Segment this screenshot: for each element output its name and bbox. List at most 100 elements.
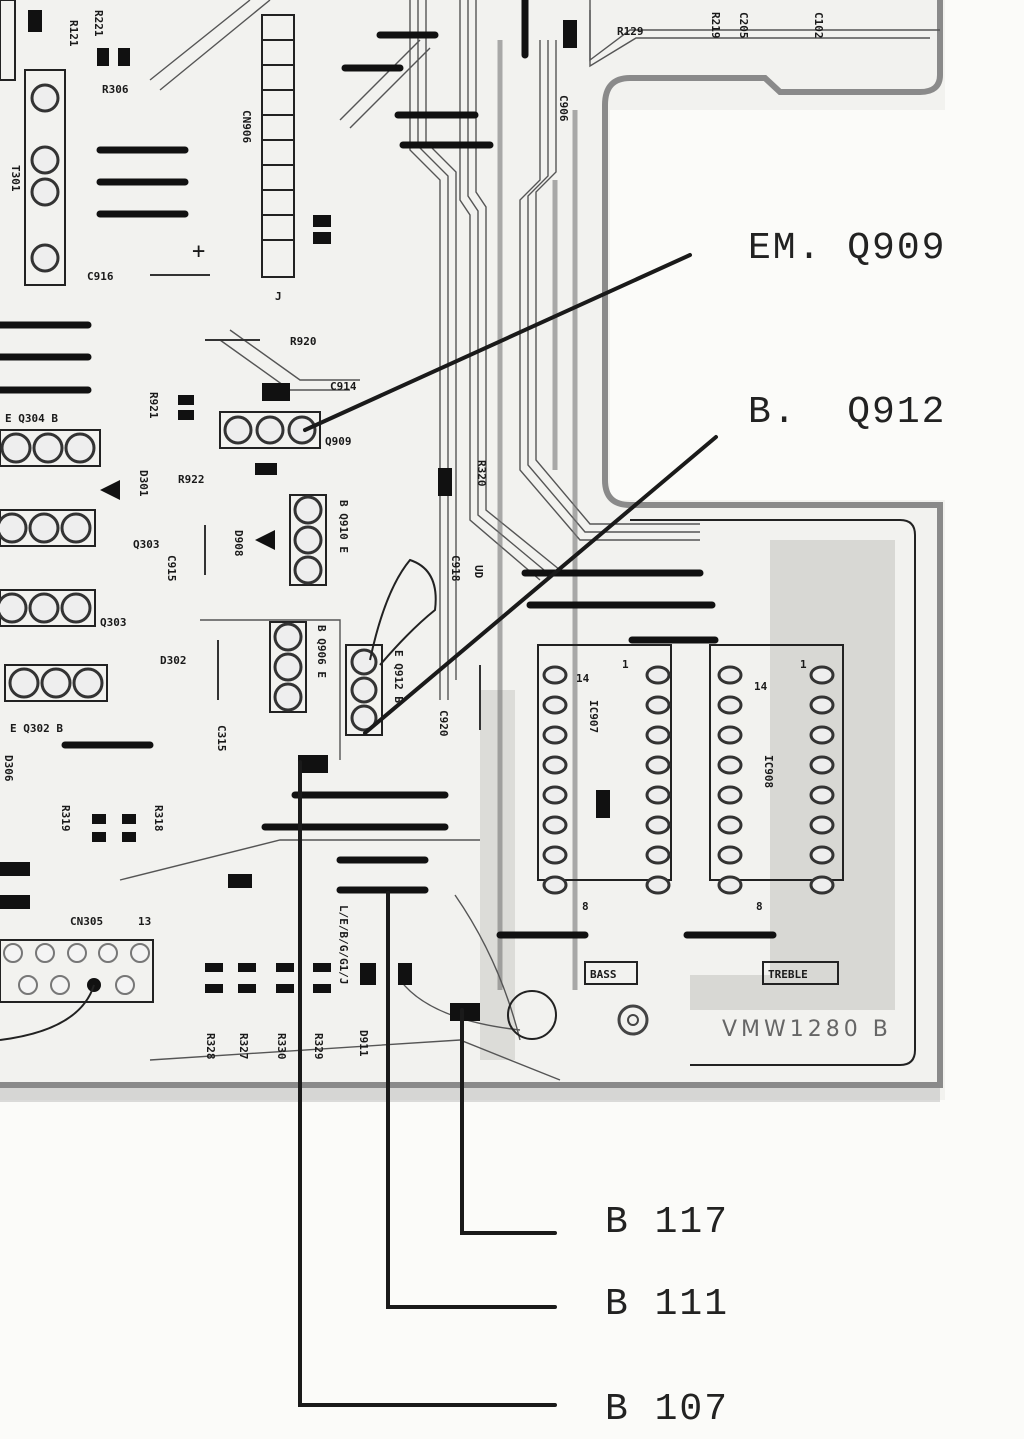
label-ic907-pin14: 14 [576, 672, 590, 685]
callout-em-q909: EM. Q909 [748, 227, 946, 270]
ic-pin-pad [717, 815, 743, 835]
board-margin [945, 0, 1024, 1100]
transistor-q909 [219, 411, 321, 449]
ic-pin-pad [542, 755, 568, 775]
ic-pin-pad [809, 755, 835, 775]
label-ic908-pin14: 14 [754, 680, 768, 693]
label-q910: B Q910 E [337, 500, 350, 553]
label-q912: E Q912 B [392, 650, 405, 703]
ic-pin-pad [717, 665, 743, 685]
connector-cn305 [0, 939, 154, 1041]
tone-area-outline [630, 519, 916, 1066]
transistor-q304 [0, 429, 101, 467]
label-c906: C906 [557, 95, 570, 122]
ic908 [709, 644, 844, 895]
ic-pin-pad [717, 755, 743, 775]
ic-pin-pad [809, 725, 835, 745]
ic-pin-pad [542, 665, 568, 685]
silkscreen-labels: R121 R221 R306 T301 C916 CN906 J R920 C9… [2, 10, 825, 1060]
label-c102: C102 [812, 12, 825, 39]
label-pin-list: L/E/B/G/G1/J [337, 905, 350, 984]
ic-pin-pad [717, 695, 743, 715]
ic907 [537, 644, 672, 895]
label-r920: R920 [290, 335, 317, 348]
ic-pin-pad [542, 815, 568, 835]
transistors [0, 0, 437, 1041]
callout-b-q912: B. Q912 [748, 391, 946, 434]
label-r328: R328 [204, 1033, 217, 1060]
label-q909: Q909 [325, 435, 352, 448]
callout-leaders [298, 253, 718, 1407]
callout-b111: B 111 [605, 1283, 729, 1326]
ic-pin-pad [809, 815, 835, 835]
label-treble: TREBLE [768, 968, 808, 981]
label-r921: R921 [147, 392, 160, 419]
treble-label-box [762, 961, 839, 985]
label-r922: R922 [178, 473, 205, 486]
diode-d301 [100, 480, 120, 500]
label-bass: BASS [590, 968, 617, 981]
page-margin [0, 1100, 1024, 1439]
label-c916: C916 [87, 270, 114, 283]
leader-b117 [460, 1008, 557, 1235]
ic-pin-pad [809, 875, 835, 895]
leader-b-q912 [363, 435, 718, 735]
label-c920: C920 [437, 710, 450, 737]
board-edge [0, 0, 943, 1088]
transistor-q303b [0, 589, 96, 627]
ic-pin-pad [542, 845, 568, 865]
label-r129: R129 [617, 25, 644, 38]
label-q303a: Q303 [133, 538, 160, 551]
ic-pin-pad [809, 845, 835, 865]
smd-row-bottom [205, 755, 480, 1021]
leader-em-q909 [303, 253, 692, 432]
label-r330: R330 [275, 1033, 288, 1060]
transistor-q303a [0, 509, 96, 547]
jumpers [0, 0, 777, 939]
leader-b107 [298, 760, 557, 1407]
label-d908: D908 [232, 530, 245, 557]
label-c914: C914 [330, 380, 357, 393]
label-q303b: Q303 [100, 616, 127, 629]
ic-pin-pad [645, 815, 671, 835]
label-r219: R219 [709, 12, 722, 39]
plus-sign: + [192, 239, 205, 264]
label-c315: C315 [215, 725, 228, 752]
transistor-q302 [4, 664, 108, 702]
label-d302: D302 [160, 654, 187, 667]
label-c915: C915 [165, 555, 178, 582]
label-r221: R221 [92, 10, 105, 37]
label-c205: C205 [737, 12, 750, 39]
ic-pin-pad [645, 785, 671, 805]
ic-pin-pad [645, 695, 671, 715]
ic-pin-pad [542, 725, 568, 745]
label-cn305: CN305 [70, 915, 103, 928]
smd-parts [0, 10, 610, 1021]
ic-pin-pad [717, 845, 743, 865]
label-d911: D911 [357, 1030, 370, 1057]
board-id: VMW1280 B [722, 1017, 892, 1042]
ic-pin-pad [542, 875, 568, 895]
ic-pin-pad [717, 875, 743, 895]
label-c918: C918 [449, 555, 462, 582]
label-t301: T301 [9, 165, 22, 192]
transistor-q906 [269, 621, 307, 713]
ic-pin-pad [542, 785, 568, 805]
mount-hole-symbol [507, 990, 649, 1040]
label-ic908-pin8: 8 [756, 900, 763, 913]
label-d301: D301 [137, 470, 150, 497]
ic-pin-pad [645, 845, 671, 865]
label-ic907-pin1: 1 [622, 658, 629, 671]
ic-pin-pad [717, 785, 743, 805]
label-ic907-pin8: 8 [582, 900, 589, 913]
label-r327: R327 [237, 1033, 250, 1060]
ic-pin-pad [645, 755, 671, 775]
ic-pin-pad [809, 785, 835, 805]
label-r329: R329 [312, 1033, 325, 1060]
transformer-t301 [0, 0, 66, 286]
callout-labels: EM. Q909 B. Q912 B 117 B 111 B 107 [605, 227, 946, 1431]
label-ud: UD [472, 565, 485, 579]
ic-pin-pad [542, 695, 568, 715]
